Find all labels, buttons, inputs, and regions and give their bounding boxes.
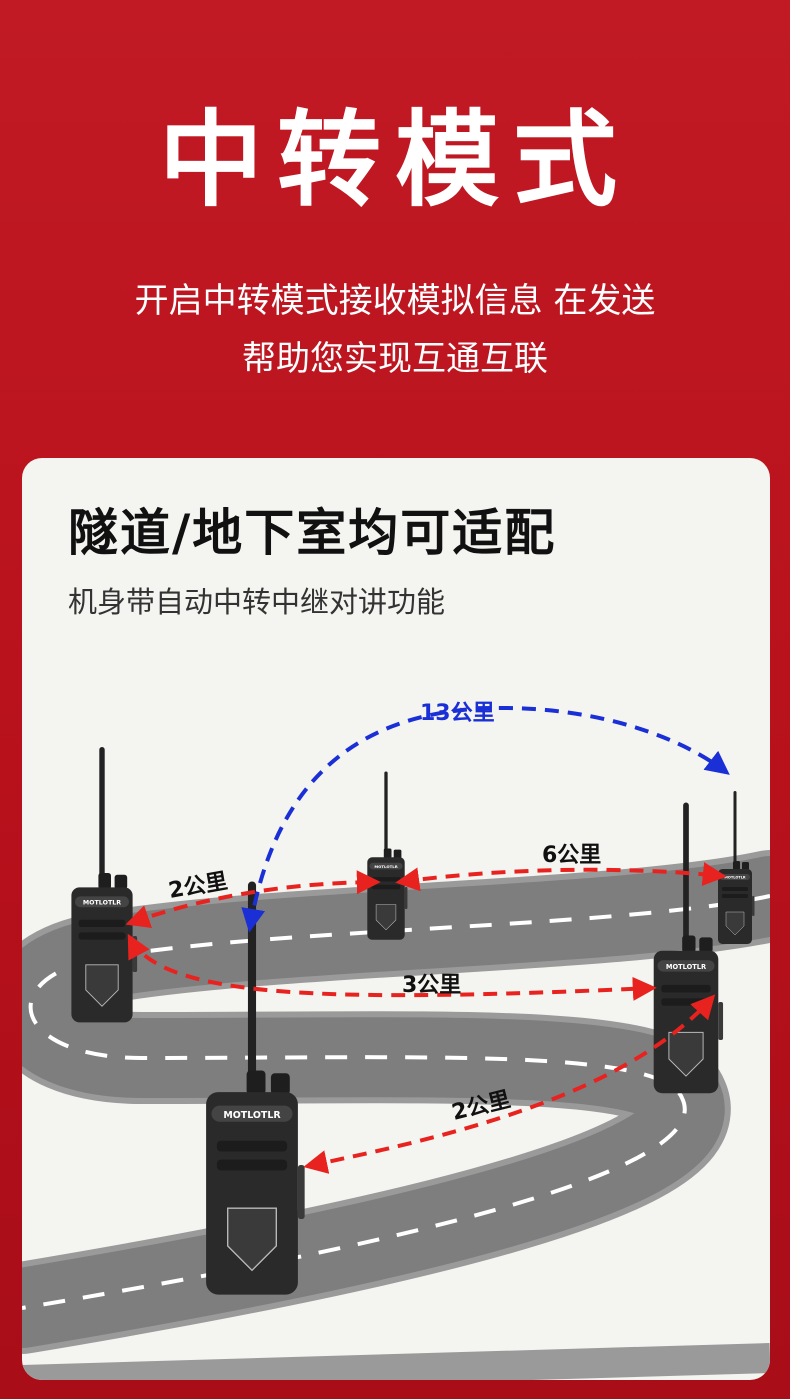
header-subtitle-line1: 开启中转模式接收模拟信息 在发送: [134, 281, 656, 321]
feature-card: 隧道/地下室均可适配 机身带自动中转中继对讲功能 MOTLOTLR: [22, 458, 770, 1380]
link-2km-top: [125, 870, 381, 929]
link-2km-bottom: [303, 994, 716, 1174]
card-subtitle: 机身带自动中转中继对讲功能: [68, 585, 446, 619]
repeater-diagram: MOTLOTLR 13公里 2公里 6公里: [22, 701, 770, 1380]
radio-center-back: [367, 771, 408, 941]
header-subtitle-line2: 帮助您实现互通互联: [242, 339, 548, 379]
link-6km: [395, 862, 727, 892]
label-13km: 13公里: [420, 701, 495, 726]
label-3km: 3公里: [402, 973, 461, 998]
radio-far-left: [70, 746, 138, 1023]
page-title: 中转模式: [158, 99, 631, 221]
link-13km: [241, 705, 730, 933]
link-3km: [127, 933, 657, 1001]
card-title: 隧道/地下室均可适配: [68, 504, 557, 562]
label-6km: 6公里: [542, 843, 601, 868]
